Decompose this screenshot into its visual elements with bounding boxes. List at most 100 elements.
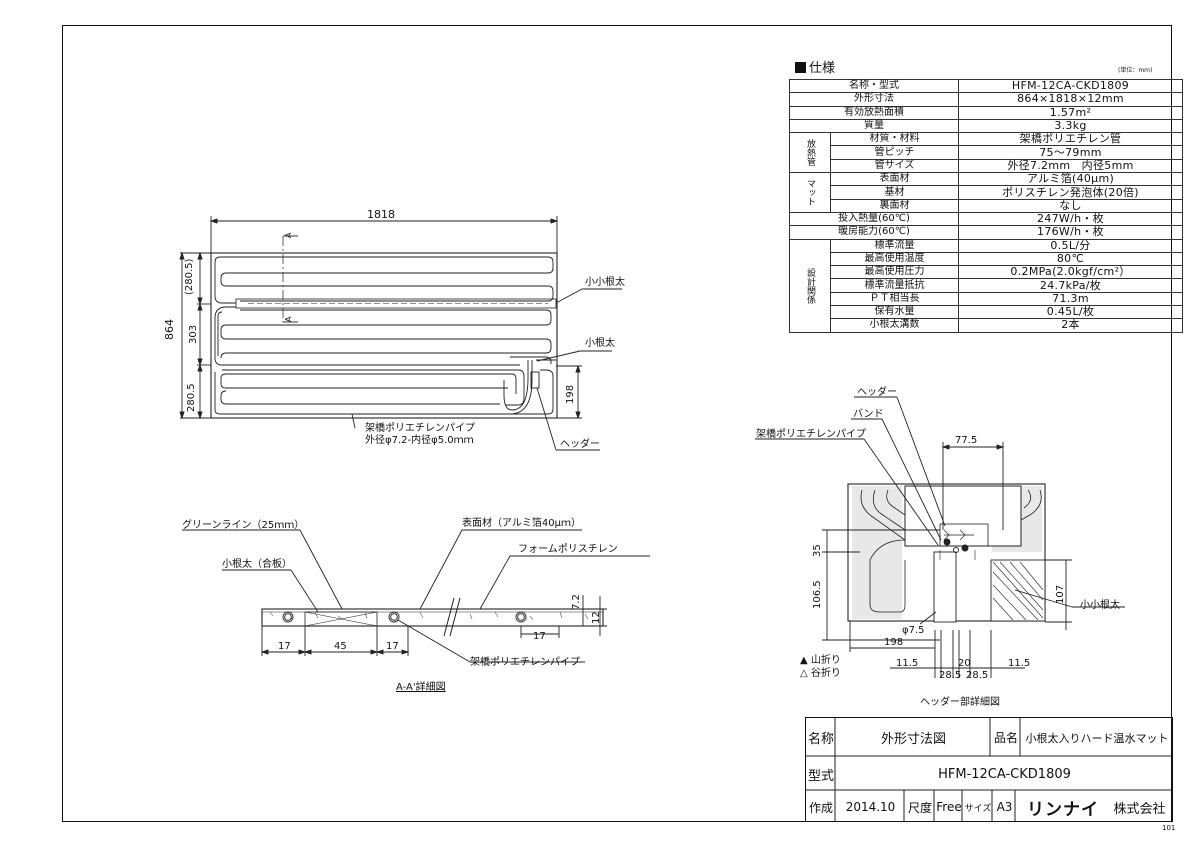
spec-row: 投入熱量(60℃)247W/h・枚 (789, 211, 1183, 227)
tb-name-label: 名称 (807, 732, 834, 747)
tb-company-suffix: 株式会社 (1113, 801, 1166, 817)
company-logo: リンナイ (1027, 799, 1099, 820)
tb-size-label: サイズ (964, 803, 992, 814)
title-block-lines (805, 717, 1173, 822)
hd-dim-phi7-5: φ7.5 (902, 625, 925, 636)
heading-square-icon (795, 62, 806, 73)
hd-dim-107: 107 (1055, 584, 1066, 604)
tb-product-value: 小根太入りハード温水マット (1025, 731, 1169, 745)
tb-scale-value: Free (936, 800, 962, 814)
drawing-frame (62, 25, 1172, 822)
label-header: ヘッダー (560, 439, 600, 450)
spec-value: なし (958, 198, 1183, 213)
spec-label: 管ピッチ (830, 145, 959, 160)
spec-group-pipe: 放熱管 (789, 132, 831, 174)
legend-mountain-fold: ▲ 山折り (800, 655, 841, 666)
dim-mid: 303 (188, 324, 199, 344)
spec-value: 0.5L/分 (958, 238, 1183, 253)
section-mark-top: A (284, 232, 293, 238)
spec-value: 2本 (958, 318, 1183, 333)
hd-dim-11-5a: 11.5 (896, 658, 919, 669)
spec-row: 裏面材なし (790, 198, 1183, 213)
dim-aa-12: 12 (591, 611, 602, 624)
label-small-joist: 小根太 (585, 338, 615, 349)
section-aa-view (182, 529, 650, 663)
header-detail-view (755, 396, 1125, 678)
spec-label: 質量 (789, 118, 959, 134)
spec-group-mat: マット (789, 172, 831, 213)
spec-label: 有効放熱面積 (789, 105, 959, 120)
tb-made-label: 作成 (808, 800, 833, 815)
spec-heading: 仕様 (795, 57, 835, 76)
spec-value: HFM-12CA-CKD1809 (958, 78, 1183, 94)
spec-value: 架橋ポリエチレン管 (958, 132, 1183, 147)
label-green-line: グリーンライン（25ｍｍ） (182, 520, 305, 531)
section-mark-bottom: A (284, 316, 293, 322)
spec-label: 標準流量 (830, 238, 959, 253)
dim-aa-17c: 17 (533, 631, 546, 642)
spec-label: 小根太溝数 (830, 318, 959, 333)
hd-dim-35: 35 (812, 544, 823, 557)
dim-aa-7-2: 7.2 (571, 594, 582, 610)
hd-dim-11-5b: 11.5 (1008, 658, 1031, 669)
spec-value: 176W/h・枚 (958, 225, 1183, 240)
label-small-small-joist: 小小根太 (585, 277, 625, 288)
spec-value: ポリスチレン発泡体(20倍) (958, 185, 1183, 200)
hd-dim-77-5: 77.5 (955, 435, 978, 446)
dim-bottom: 280.5 (186, 383, 197, 412)
dim-aa-17a: 17 (278, 641, 291, 652)
hd-label-header: ヘッダー (857, 387, 897, 398)
spec-label: 基材 (830, 185, 959, 200)
label-surface: 表面材（アルミ箔40μｍ） (462, 518, 581, 529)
spec-label: 名称・型式 (789, 78, 959, 94)
spec-label: 暖房能力(60℃) (789, 225, 959, 240)
label-pipe-line1: 架橋ポリエチレンパイプ (365, 423, 475, 434)
spec-label: 最高使用温度 (830, 251, 959, 267)
sheet-code: 101 (1162, 824, 1176, 832)
label-joist-plywood: 小根太（合板） (222, 559, 292, 570)
spec-label: 裏面材 (830, 198, 959, 213)
dim-aa-45: 45 (334, 641, 347, 652)
title-block: 名称 外形寸法図 品名 小根太入りハード温水マット 型式 HFM-12CA-CK… (805, 717, 1173, 822)
section-aa-caption: A-A'詳細図 (396, 682, 446, 693)
spec-value: 80℃ (958, 251, 1183, 267)
hd-label-band: バンド (853, 409, 884, 420)
dim-width: 1818 (367, 208, 395, 221)
spec-unit: (単位：mm) (1118, 67, 1153, 74)
spec-value: 外径7.2mm 内径5mm (958, 158, 1183, 174)
hd-label-pipe: 架橋ポリエチレンパイプ (756, 429, 866, 440)
legend-valley-fold: △ 谷折り (800, 668, 841, 679)
hd-dim-28-5b: 28.5 (966, 670, 989, 681)
hd-dim-106-5: 106.5 (812, 580, 823, 609)
spec-label: ＰＴ相当長 (830, 291, 959, 307)
spec-value: 864×1818×12mm (958, 92, 1183, 107)
spec-label: 管サイズ (830, 158, 959, 174)
tb-model-value: HFM-12CA-CKD1809 (938, 766, 1071, 782)
hd-label-small-small-joist: 小小根太 (1080, 600, 1120, 611)
spec-label: 材質・材料 (830, 132, 959, 147)
dim-top: (280.5) (184, 258, 195, 295)
tb-made-value: 2014.10 (845, 800, 896, 814)
dim-height: 864 (163, 319, 176, 340)
spec-label: 標準流量抵抗 (830, 278, 959, 293)
tb-size-value: A3 (996, 800, 1013, 814)
tb-name-value: 外形寸法図 (880, 732, 946, 747)
label-aa-pipe: 架橋ポリエチレンパイプ (470, 657, 580, 668)
spec-group-design: 設計関係 (789, 238, 831, 333)
label-foam: フォームポリスチレン (518, 544, 618, 555)
spec-value: アルミ箔(40μm) (958, 172, 1183, 187)
hd-dim-28-5a: 28.5 (939, 670, 962, 681)
spec-row: 管サイズ外径7.2mm 内径5mm (790, 158, 1183, 174)
dim-198: 198 (565, 384, 576, 404)
